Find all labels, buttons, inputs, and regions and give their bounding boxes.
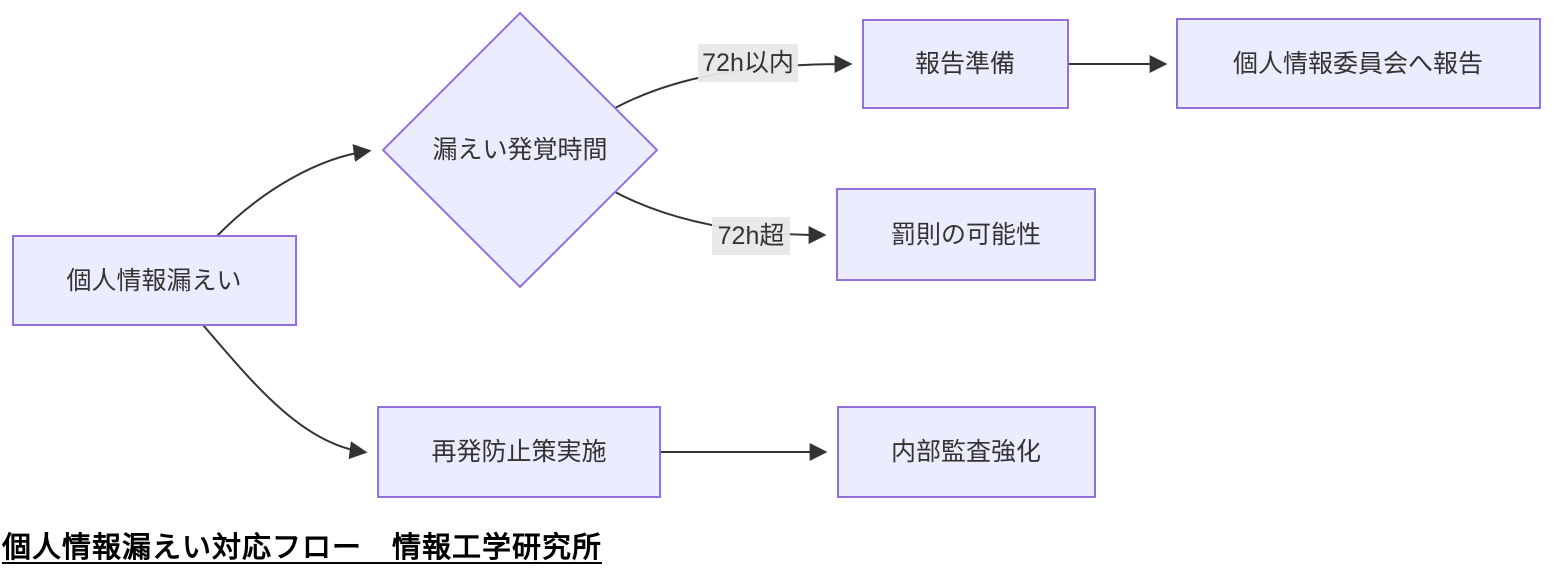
edge-decision-to-penalty — [614, 191, 827, 244]
node-decision-label: 漏えい発覚時間 — [432, 136, 607, 164]
edge-label-72h-over-bg — [712, 217, 790, 255]
node-report-committee-label: 個人情報委員会へ報告 — [1233, 50, 1483, 78]
node-report-prep-shape — [862, 19, 1069, 109]
node-start-label: 個人情報漏えい — [66, 267, 241, 295]
edge-label-72h-over: 72h超 — [712, 217, 790, 255]
edge-label-72h-within-text: 72h以内 — [702, 49, 794, 77]
edge-label-72h-over-text: 72h超 — [718, 222, 785, 250]
node-audit-shape — [837, 406, 1096, 498]
node-penalty: 罰則の可能性 — [836, 188, 1096, 281]
node-penalty-label: 罰則の可能性 — [891, 221, 1041, 249]
node-report-committee-shape — [1176, 18, 1541, 109]
edge-label-72h-within-bg — [698, 44, 798, 82]
node-penalty-shape — [836, 188, 1096, 281]
node-audit-label: 内部監査強化 — [891, 438, 1041, 466]
node-prevention: 再発防止策実施 — [377, 406, 661, 498]
node-prevention-label: 再発防止策実施 — [431, 438, 606, 466]
node-report-committee: 個人情報委員会へ報告 — [1176, 18, 1541, 109]
edge-label-72h-within: 72h以内 — [698, 44, 798, 82]
node-report-prep-label: 報告準備 — [915, 50, 1015, 78]
node-start: 個人情報漏えい — [12, 235, 297, 326]
edge-start-to-decision — [216, 144, 372, 237]
node-decision-shape — [381, 11, 659, 289]
node-decision: 漏えい発覚時間 — [381, 11, 659, 289]
edge-start-to-prevention — [202, 324, 368, 460]
diagram-caption: 個人情報漏えい対応フロー 情報工学研究所 — [2, 532, 603, 564]
node-start-shape — [12, 235, 297, 326]
node-prevention-shape — [377, 406, 661, 498]
node-audit: 内部監査強化 — [837, 406, 1096, 498]
node-report-prep: 報告準備 — [862, 19, 1069, 109]
